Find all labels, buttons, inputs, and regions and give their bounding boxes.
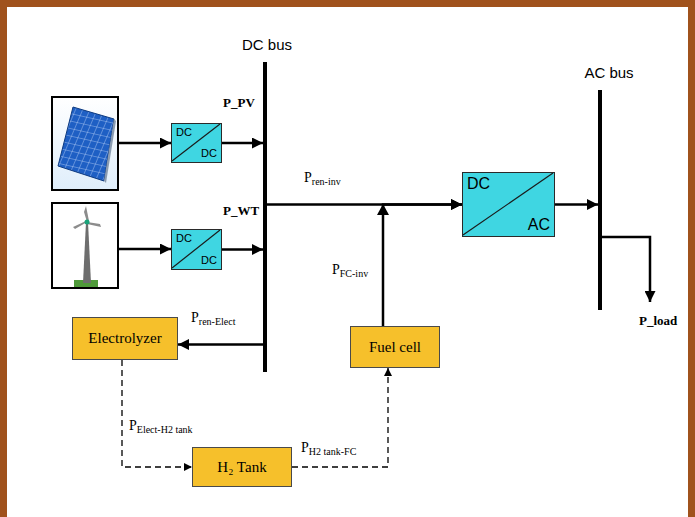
frame [0, 0, 695, 7]
box-label: H₂ Tank [217, 459, 266, 476]
flow-label: Pren-Elect [190, 310, 236, 328]
hydrogen-flow [122, 360, 192, 467]
box-label: Fuel cell [369, 339, 421, 356]
power-flow [383, 205, 462, 327]
power-flow [222, 142, 263, 145]
subscript: FC-inv [340, 268, 368, 279]
ac-bus: AC bus [570, 64, 648, 314]
fuel-cell-box: Fuel cell [350, 326, 440, 368]
frame [0, 0, 7, 517]
flow-label: PElect-H2 tank [128, 418, 194, 436]
power-flow [555, 203, 598, 206]
converter-label: DC [467, 176, 490, 192]
subscript: Elect-H2 tank [137, 424, 193, 435]
subscript: H2 tank-FC [309, 446, 357, 457]
converter-label: DC [201, 148, 217, 159]
symbol: P [129, 418, 137, 433]
power-flow [222, 248, 263, 251]
subscript: ren-Elect [199, 316, 236, 327]
power-arrow [118, 142, 171, 145]
hydrogen-tank-box: H₂ Tank [192, 447, 292, 487]
load-label: P_load [638, 314, 678, 329]
power-arrow [118, 248, 171, 251]
symbol: P [191, 310, 199, 325]
bus-label: AC bus [570, 64, 648, 81]
flow-label: PH2 tank-FC [300, 440, 357, 458]
flow-label: P_PV [222, 96, 256, 111]
symbol: P [332, 262, 340, 277]
hydrogen-flow [292, 368, 388, 467]
converter-label: DC [201, 255, 217, 266]
load-arrow [601, 237, 650, 302]
electrolyzer-box: Electrolyzer [72, 317, 178, 360]
flow-label: PFC-inv [331, 262, 369, 280]
bus-bar [598, 90, 602, 310]
flow-label: P_WT [222, 204, 260, 219]
converter-label: DC [176, 233, 192, 244]
symbol: P [304, 170, 312, 185]
bus-label: DC bus [228, 36, 306, 53]
box-label: Electrolyzer [88, 330, 161, 347]
subscript: ren-inv [312, 176, 341, 187]
wind-turbine-picture [52, 203, 118, 288]
frame [688, 0, 695, 517]
flow-label: Pren-inv [303, 170, 342, 188]
power-flow [178, 343, 263, 346]
pv-panel-picture [52, 97, 118, 190]
dc-dc-converter: DC DC [171, 123, 222, 163]
dc-ac-inverter: DC AC [462, 172, 555, 237]
symbol: P [301, 440, 309, 455]
dc-dc-converter: DC DC [171, 229, 222, 270]
converter-label: DC [176, 127, 192, 138]
bus-bar [263, 62, 267, 372]
converter-label: AC [528, 217, 550, 233]
